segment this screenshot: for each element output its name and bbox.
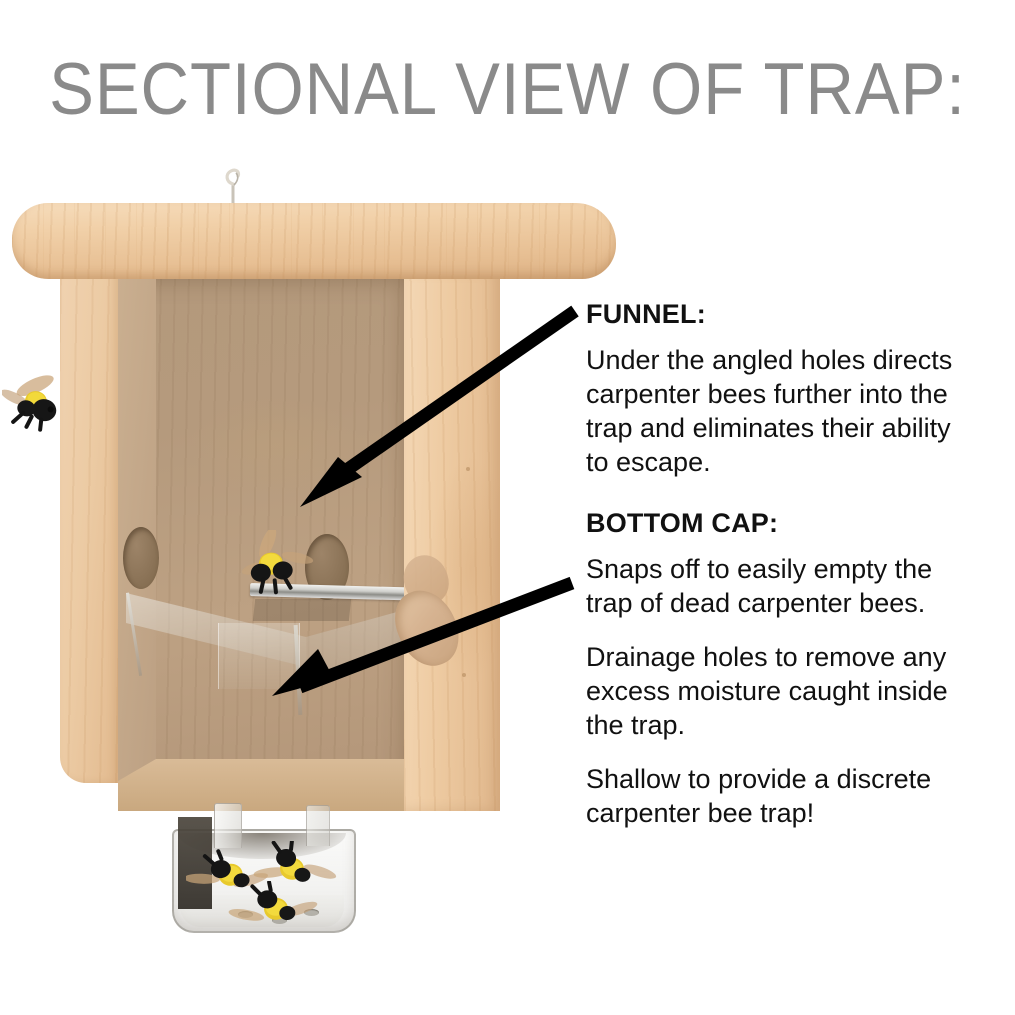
drainage-hole-icon (272, 917, 287, 924)
bottom-cap[interactable] (168, 803, 356, 935)
bottom-cap-tab-left[interactable] (214, 803, 242, 848)
flying-bee-inside (240, 530, 314, 598)
funnel-paragraph: Under the angled holes directs carpenter… (586, 345, 953, 477)
bottom-cap-tab-right[interactable] (306, 805, 330, 846)
entry-hole-left-icon (123, 527, 159, 589)
callout-bottom-cap: BOTTOM CAP: Snaps off to easily empty th… (586, 507, 986, 830)
bottom-cap-side-shadow (178, 817, 212, 909)
bottom-cap-paragraph-2: Drainage holes to remove any excess mois… (586, 642, 948, 740)
screw-dot-icon (466, 467, 470, 471)
trap-right-wall (404, 271, 500, 811)
hanging-hook-icon (222, 167, 244, 207)
funnel-shadow (252, 599, 352, 621)
page-title: SECTIONAL VIEW OF TRAP: (49, 49, 966, 130)
callout-text-column: FUNNEL: Under the angled holes directs c… (586, 298, 986, 830)
roof-wood-grain (12, 203, 616, 279)
trap-illustration (0, 155, 640, 933)
drainage-hole-icon (304, 909, 319, 916)
cavity-floor (118, 759, 404, 811)
trap-interior-cavity (118, 271, 404, 783)
funnel-throat (218, 623, 300, 689)
trapped-bee-2 (252, 841, 338, 897)
left-wall-wood-grain (60, 271, 118, 783)
flying-bee-outside (2, 370, 68, 432)
trap-roof (12, 203, 616, 279)
callout-funnel: FUNNEL: Under the angled holes directs c… (586, 298, 986, 479)
bottom-cap-heading: BOTTOM CAP: (586, 508, 779, 538)
bottom-cap-paragraph-1: Snaps off to easily empty the trap of de… (586, 554, 933, 618)
cavity-wood-grain (118, 271, 404, 783)
right-wall-wood-grain (404, 271, 500, 811)
screw-dot-icon (462, 673, 466, 677)
trap-left-wall (60, 271, 118, 783)
bottom-cap-paragraph-3: Shallow to provide a discrete carpenter … (586, 764, 932, 828)
trapped-bee-3 (228, 881, 318, 937)
funnel-heading: FUNNEL: (586, 299, 706, 329)
